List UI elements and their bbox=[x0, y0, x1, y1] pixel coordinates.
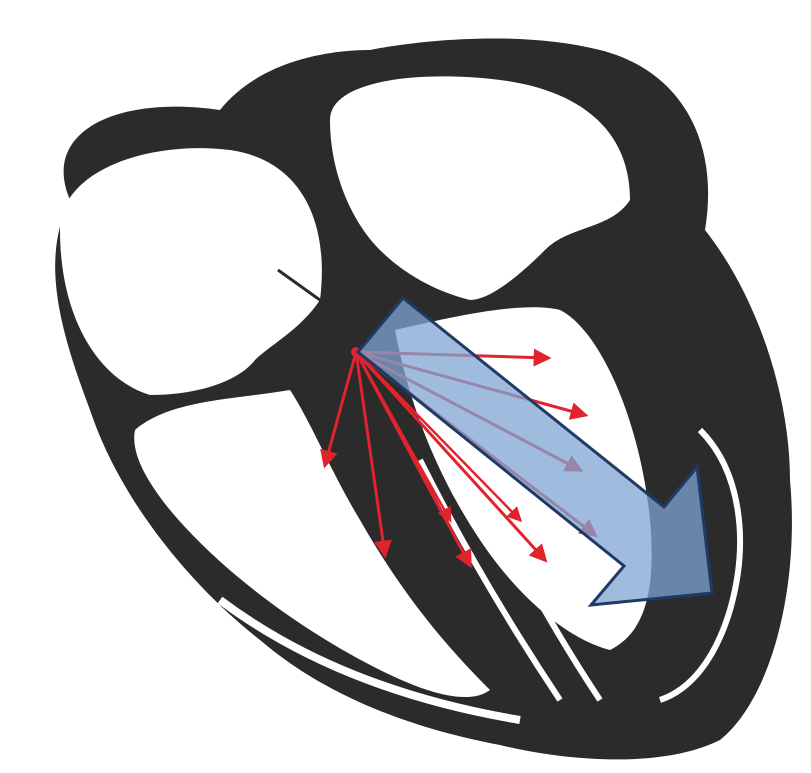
heart-diagram-svg bbox=[0, 0, 811, 773]
heart-diagram bbox=[0, 0, 811, 773]
